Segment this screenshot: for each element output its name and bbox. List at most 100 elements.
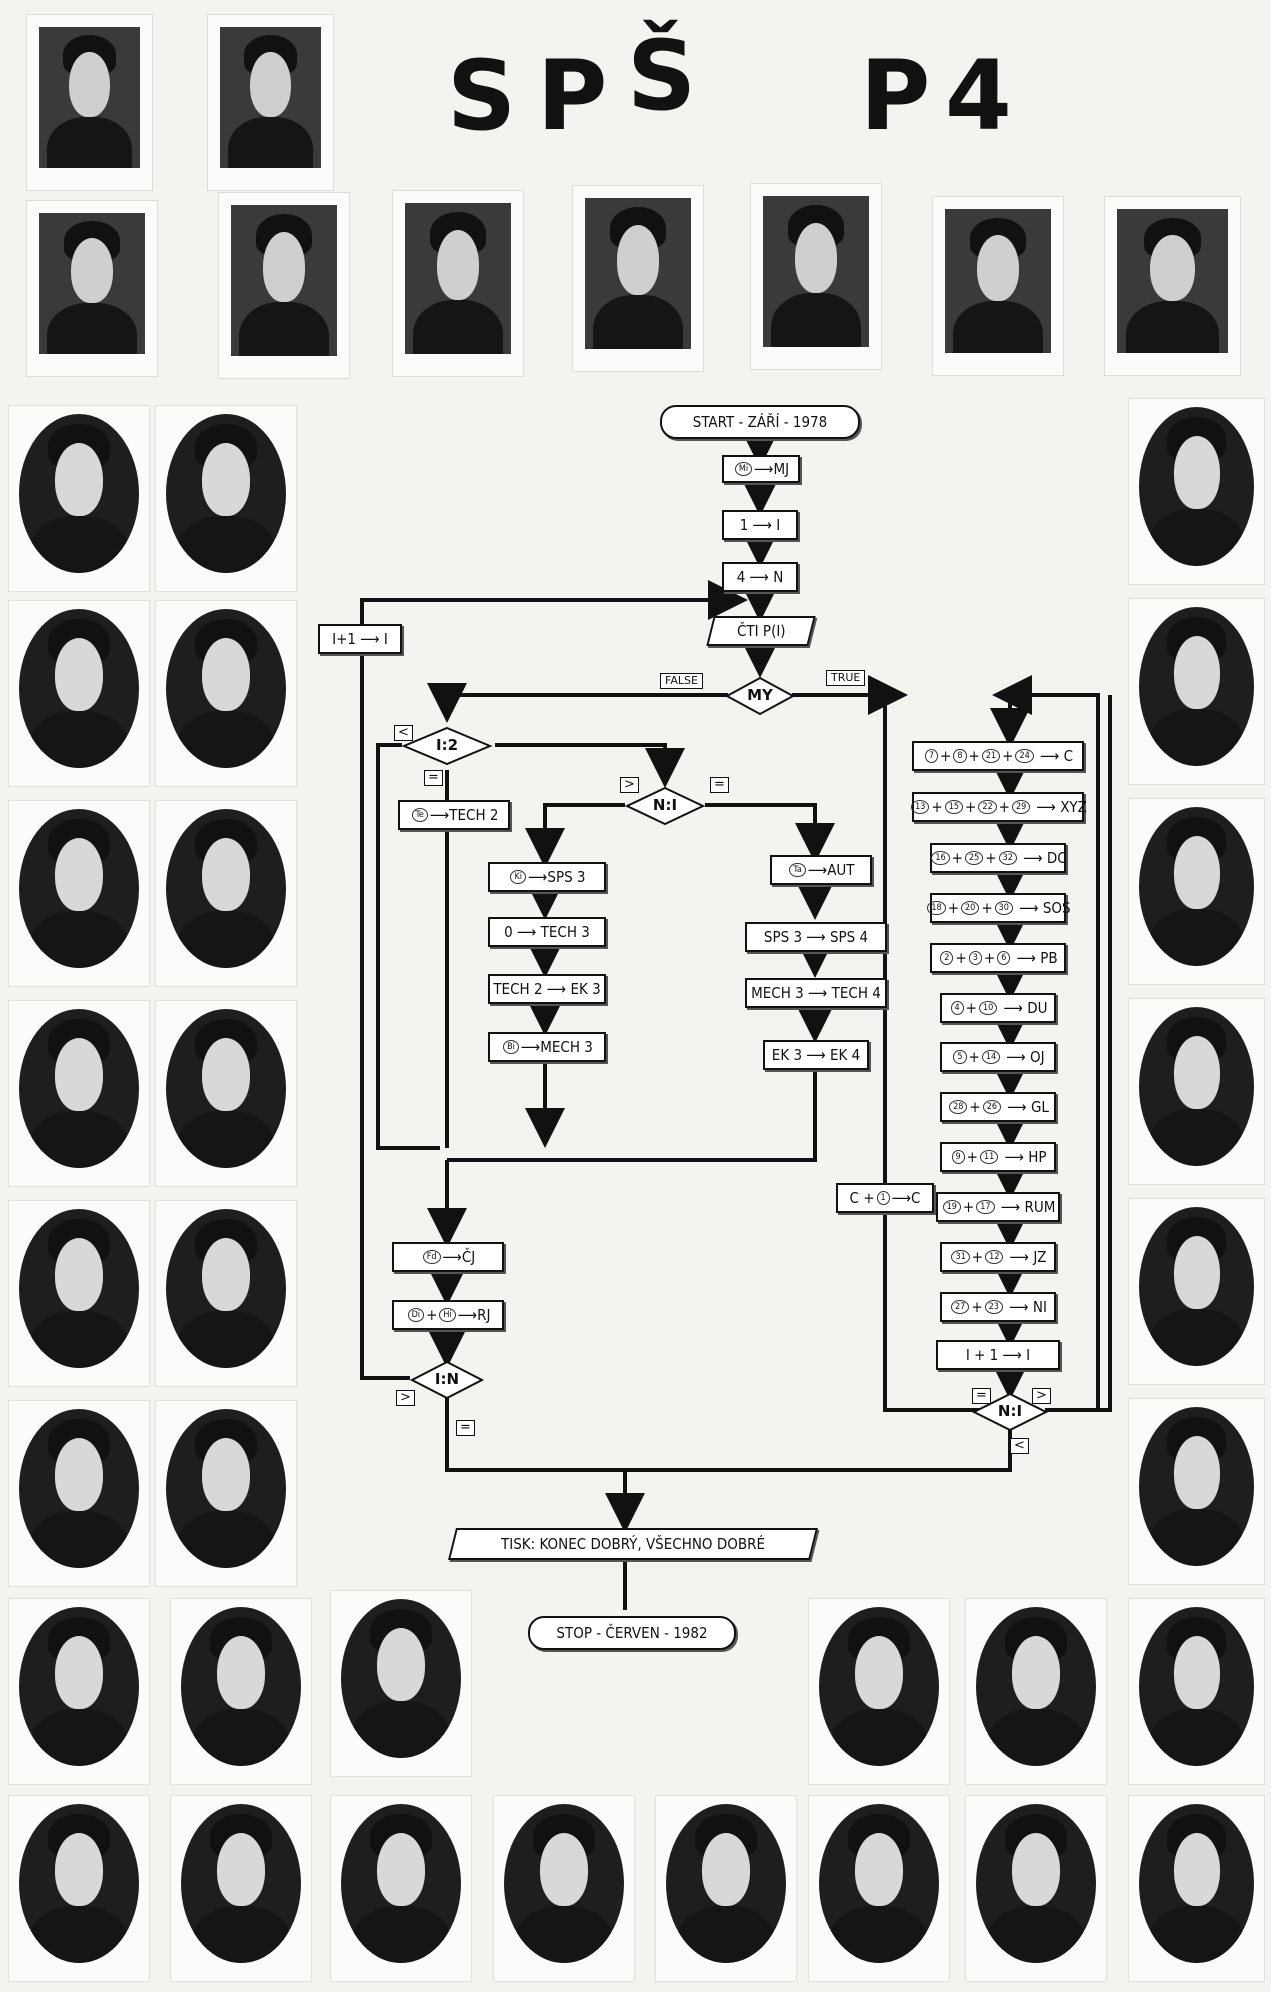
flow-step-init-i: 1 ⟶ I (722, 510, 798, 540)
flow-circle-label: 9 (951, 1150, 965, 1164)
flow-circle-label: Hi (439, 1308, 456, 1322)
decision-i2: I:2 (401, 726, 493, 770)
flow-circle-label: 5 (953, 1050, 967, 1064)
flow-step-target: HP (1028, 1148, 1047, 1166)
decision-label: I:2 (435, 736, 459, 754)
decision-label: I:N (434, 1370, 460, 1388)
flow-circle-label: Ki (510, 870, 527, 884)
cmp-lt: < (1010, 1438, 1029, 1454)
flow-step-aut: Ta ⟶ AUT (770, 855, 872, 885)
flow-stop: STOP - ČERVEN - 1982 (528, 1616, 736, 1650)
right-step: 31+12 ⟶ JZ (940, 1242, 1056, 1272)
flow-step-target: DU (1027, 999, 1048, 1017)
student-photo (1128, 998, 1265, 1185)
cmp-gt: > (620, 777, 639, 793)
flow-circle-label: 1 (876, 1191, 890, 1205)
arrow-icon: ⟶ (999, 999, 1028, 1017)
flow-step-tech4: MECH 3 ⟶ TECH 4 (745, 978, 887, 1008)
flow-circle-label: 31 (951, 1250, 970, 1264)
decision-label: N:I (652, 796, 678, 814)
flow-circle-label: 30 (994, 901, 1013, 915)
student-photo (8, 405, 150, 592)
student-photo (808, 1598, 950, 1785)
right-step: 28+26 ⟶ GL (940, 1092, 1056, 1122)
title-letter: P (537, 40, 608, 152)
arrow-icon: ⟶ (429, 806, 450, 824)
teacher-photo (1104, 196, 1241, 376)
flow-circle-label: Bi (503, 1040, 519, 1054)
teacher-photo (750, 183, 882, 370)
flow-circle-label: 15 (944, 800, 964, 814)
student-photo (155, 1200, 297, 1387)
flow-step-mech3: Bi ⟶ MECH 3 (488, 1032, 606, 1062)
flow-step-tech2: Te ⟶ TECH 2 (398, 800, 510, 830)
flow-step-target: C (1063, 747, 1074, 765)
flow-step-mi-mj: Mi ⟶ MJ (722, 455, 800, 483)
flow-circle-label: 2 (940, 951, 954, 965)
right-step-inc-i: I + 1 ⟶ I (936, 1340, 1060, 1370)
student-photo (8, 800, 150, 987)
teacher-photo (207, 14, 334, 191)
flow-circle-label: 28 (949, 1100, 968, 1114)
title-letter: Š (627, 20, 697, 132)
arrow-icon: ⟶ (520, 1038, 541, 1056)
student-photo (8, 1000, 150, 1187)
flow-read-label: ČTI P(I) (736, 622, 786, 640)
flow-circle-label: 24 (1015, 749, 1034, 763)
flag-true: TRUE (826, 670, 866, 686)
decision-ni-right: N:I (971, 1392, 1049, 1436)
flow-circle-label: 19 (942, 1200, 961, 1214)
student-photo (8, 1200, 150, 1387)
student-photo (1128, 598, 1265, 785)
flow-step-prefix: C + (849, 1189, 875, 1207)
flow-step-target: SPS 3 (547, 868, 586, 886)
flow-step-target: SOS (1042, 899, 1071, 917)
right-step: 4+10 ⟶ DU (940, 993, 1056, 1023)
arrow-icon: ⟶ (1005, 1248, 1034, 1266)
flow-circle-label: 12 (985, 1250, 1004, 1264)
teacher-photo (932, 196, 1064, 376)
student-photo (170, 1795, 312, 1982)
flow-step-target: ČJ (461, 1248, 476, 1266)
flow-step-sps3: Ki ⟶ SPS 3 (488, 862, 606, 892)
student-photo (8, 600, 150, 787)
student-photo (1128, 398, 1265, 585)
flow-circle-label: 10 (978, 1001, 998, 1015)
cmp-lt: < (394, 725, 413, 741)
cmp-gt: > (396, 1390, 415, 1406)
arrow-icon: ⟶ (891, 1189, 912, 1207)
student-photo (8, 1795, 150, 1982)
flow-step-rj: Di + Hi ⟶ RJ (392, 1300, 504, 1330)
flow-circle-label: Mi (734, 462, 753, 476)
student-photo (808, 1795, 950, 1982)
student-photo (1128, 798, 1265, 985)
cmp-eq: = (972, 1388, 991, 1404)
student-photo (170, 1598, 312, 1785)
right-step: 7+8+21+24 ⟶ C (912, 741, 1084, 771)
title-letter: 4 (945, 40, 1012, 152)
student-photo (493, 1795, 635, 1982)
flow-step-target: TECH 2 (449, 806, 499, 824)
right-step: 16+25+32 ⟶ DC (930, 843, 1067, 873)
flow-circle-label: 29 (1011, 800, 1031, 814)
flow-step-ek3: TECH 2 ⟶ EK 3 (488, 974, 606, 1004)
flow-step-target: XYZ (1060, 798, 1087, 816)
decision-ni: N:I (624, 786, 706, 830)
flow-step-target: NI (1032, 1298, 1047, 1316)
flow-circle-label: 20 (961, 901, 980, 915)
flow-step-sps4: SPS 3 ⟶ SPS 4 (745, 922, 887, 952)
arrow-icon: ⟶ (1012, 949, 1041, 967)
student-photo (155, 600, 297, 787)
student-photo (8, 1598, 150, 1785)
flow-step-target: MECH 3 (540, 1038, 593, 1056)
flow-circle-label: Fd (422, 1250, 441, 1264)
title-letter: S (447, 40, 517, 152)
flow-print: TISK: KONEC DOBRÝ, VŠECHNO DOBRÉ (448, 1528, 818, 1560)
flow-step-target: C (911, 1189, 921, 1207)
arrow-icon: ⟶ (754, 460, 774, 478)
student-photo (155, 1000, 297, 1187)
flag-false: FALSE (660, 673, 703, 689)
student-photo (8, 1400, 150, 1587)
flow-step-target: PB (1040, 949, 1058, 967)
